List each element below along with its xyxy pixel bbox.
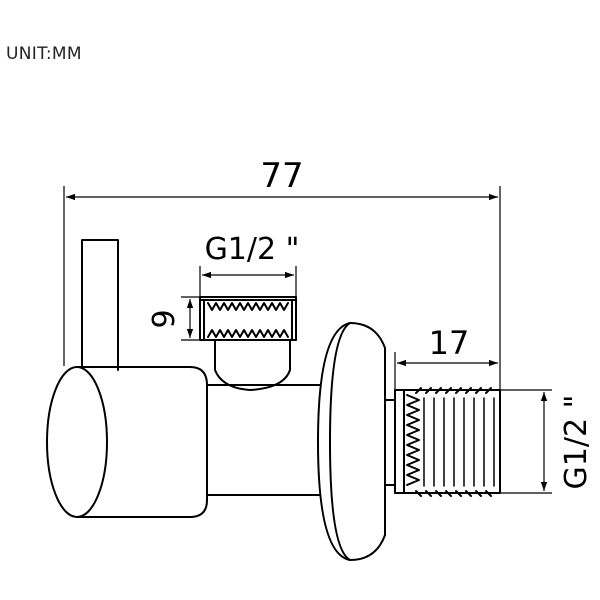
outlet-thread-value: G1/2 " — [559, 395, 594, 490]
overall-length-value: 77 — [260, 156, 303, 196]
top-thread-value: G1/2 " — [205, 232, 300, 267]
wall-flange — [317, 322, 396, 561]
dimension-outlet-thread — [500, 389, 552, 494]
dimension-overall-length — [63, 186, 501, 390]
top-neck — [209, 339, 297, 391]
handle-knob — [46, 366, 208, 518]
handle-lever — [81, 239, 119, 371]
outlet-thread — [394, 387, 501, 497]
outlet-length-value: 17 — [429, 324, 470, 362]
thread-height-value: 9 — [147, 309, 182, 328]
top-thread — [199, 296, 297, 341]
dimension-outlet-length — [394, 352, 498, 390]
dimension-top-thread — [199, 266, 297, 297]
dimension-thread-height — [181, 296, 204, 341]
unit-label: UNIT:MM — [6, 44, 82, 64]
